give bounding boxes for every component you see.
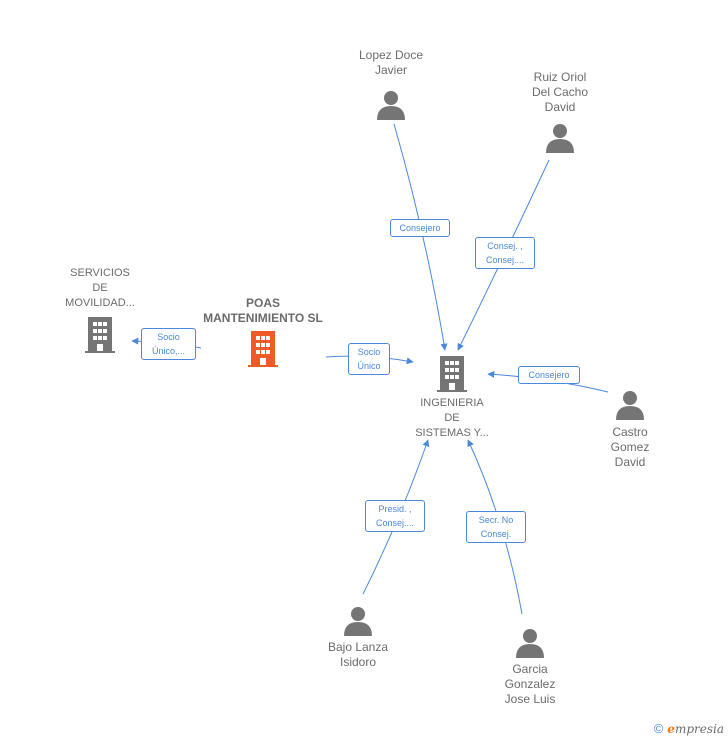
brand-logo-initial: e: [667, 722, 675, 736]
edge-label-bajo-ingenieria[interactable]: Presid. , Consej....: [365, 500, 425, 532]
footer-brand: ©empresia: [654, 721, 724, 736]
node-ruiz-label: Ruiz Oriol Del Cacho David: [531, 70, 589, 114]
node-garcia-label: Garcia Gonzalez Jose Luis: [504, 662, 556, 706]
node-castro-label: Castro Gomez David: [610, 425, 650, 469]
person-icon: [377, 91, 405, 120]
node-bajo[interactable]: Bajo Lanza Isidoro: [306, 606, 410, 670]
person-icon: [516, 629, 544, 658]
node-lopez-label: Lopez Doce Javier: [358, 48, 424, 77]
node-lopez[interactable]: Lopez Doce Javier: [338, 48, 444, 120]
node-castro[interactable]: Castro Gomez David: [588, 390, 672, 470]
building-icon: [437, 356, 467, 392]
node-servicios-label: SERVICIOS DE MOVILIDAD...: [65, 267, 135, 309]
building-icon: [248, 331, 278, 367]
person-icon: [344, 607, 372, 636]
edge-label-poas-ingenieria[interactable]: Socio Único: [348, 343, 390, 375]
node-ingenieria-label: INGENIERIA DE SISTEMAS Y...: [415, 397, 489, 439]
brand-logo-text: mpresia: [674, 722, 724, 736]
person-icon: [616, 391, 644, 420]
edge-label-poas-servicios[interactable]: Socio Único,...: [141, 328, 196, 360]
building-icon: [85, 317, 115, 353]
node-poas[interactable]: POAS MANTENIMIENTO SL: [186, 296, 340, 367]
node-ruiz[interactable]: Ruiz Oriol Del Cacho David: [508, 70, 612, 153]
node-bajo-label: Bajo Lanza Isidoro: [327, 640, 389, 669]
person-icon: [546, 124, 574, 153]
node-servicios[interactable]: SERVICIOS DE MOVILIDAD...: [48, 266, 152, 353]
edge-lopez-ingenieria: [393, 123, 448, 351]
edge-label-castro-ingenieria[interactable]: Consejero: [518, 366, 580, 384]
edge-label-garcia-ingenieria[interactable]: Secr. No Consej.: [466, 511, 526, 543]
copyright-symbol: ©: [653, 721, 664, 736]
node-garcia[interactable]: Garcia Gonzalez Jose Luis: [478, 628, 582, 707]
edge-label-lopez-ingenieria[interactable]: Consejero: [390, 219, 450, 237]
node-poas-label: POAS MANTENIMIENTO SL: [203, 296, 323, 325]
edge-label-ruiz-ingenieria[interactable]: Consej. , Consej....: [475, 237, 535, 269]
node-ingenieria[interactable]: INGENIERIA DE SISTEMAS Y...: [400, 356, 504, 441]
